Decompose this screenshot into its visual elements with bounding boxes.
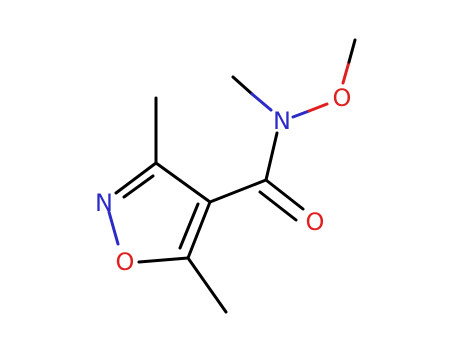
ring-bonds <box>107 161 212 264</box>
bond-o-c5 <box>137 256 190 264</box>
atom-n-amide: N <box>273 107 291 135</box>
bond-c3-n-outer <box>114 161 158 195</box>
bond-o-methyl-black <box>347 38 357 64</box>
bond-c5-methyl <box>186 256 228 314</box>
bond-o-methyl-red <box>341 60 351 85</box>
atom-labels: N O N O O <box>95 84 351 276</box>
bond-n-o-blue <box>291 109 311 119</box>
bond-n-methyl-blue <box>250 92 273 112</box>
bond-n-methyl-black <box>231 75 254 96</box>
substituent-bonds <box>154 38 357 314</box>
atom-o-methoxy: O <box>333 84 352 112</box>
bond-c4-c3 <box>154 161 212 204</box>
atom-o-carbonyl: O <box>306 208 325 236</box>
bond-c5-c4-inner <box>178 202 200 250</box>
bond-n-o <box>107 210 120 246</box>
bond-co-inner <box>258 190 298 222</box>
atom-n-ring: N <box>95 189 113 217</box>
atom-o-ring: O <box>116 248 135 276</box>
bond-co-outer <box>264 178 305 211</box>
bond-c4-carbonyl <box>208 178 268 204</box>
bond-carbonyl-n <box>264 131 279 182</box>
bond-n-o-red <box>307 102 329 113</box>
bond-c5-c4-outer <box>186 200 212 260</box>
bond-c3-n-inner <box>122 174 155 199</box>
